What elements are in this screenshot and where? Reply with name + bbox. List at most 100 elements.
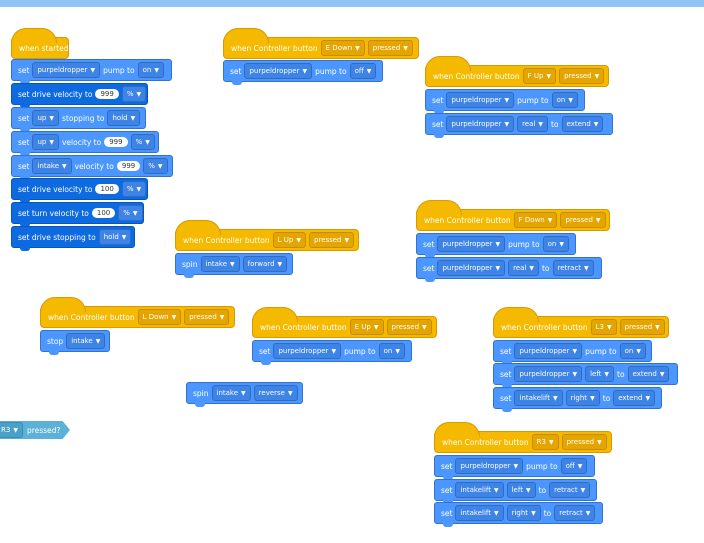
device-dropdown[interactable]: purpeldropper▼ bbox=[244, 63, 313, 79]
when-button-hat[interactable]: when Controller button R3▼ pressed▼ bbox=[434, 422, 612, 453]
state-dropdown[interactable]: off▼ bbox=[560, 458, 588, 474]
set-piston-block[interactable]: set intakelift▼ right▼ to retract▼ bbox=[434, 502, 603, 527]
unit-dropdown[interactable]: %▼ bbox=[118, 205, 143, 221]
button-dropdown[interactable]: L Up▼ bbox=[272, 232, 306, 248]
set-pump-block[interactable]: set purpeldropper▼ pump to on▼ bbox=[11, 59, 172, 84]
set-pump-block[interactable]: set purpeldropper▼ pump to off▼ bbox=[223, 60, 383, 85]
velocity-input[interactable]: 999 bbox=[104, 137, 128, 147]
stopping-dropdown[interactable]: hold▼ bbox=[98, 229, 132, 245]
unit-dropdown[interactable]: %▼ bbox=[143, 158, 168, 174]
when-button-hat[interactable]: when Controller button L Down▼ pressed▼ bbox=[40, 297, 235, 328]
set-drive-velocity-block[interactable]: set drive velocity to 999 %▼ bbox=[11, 83, 148, 108]
direction-dropdown[interactable]: forward▼ bbox=[242, 256, 288, 272]
action-dropdown[interactable]: extend▼ bbox=[627, 366, 670, 382]
device-dropdown[interactable]: intakelift▼ bbox=[455, 482, 504, 498]
device-dropdown[interactable]: purpeldropper▼ bbox=[273, 343, 342, 359]
button-dropdown[interactable]: R3▼ bbox=[531, 434, 559, 450]
velocity-input[interactable]: 999 bbox=[116, 161, 141, 171]
state-dropdown[interactable]: on▼ bbox=[619, 343, 646, 359]
device-dropdown[interactable]: purpeldropper▼ bbox=[446, 92, 515, 108]
when-button-hat[interactable]: when Controller button L3▼ pressed▼ bbox=[493, 307, 669, 338]
state-dropdown[interactable]: on▼ bbox=[137, 62, 164, 78]
set-piston-block[interactable]: set purpeldropper▼ real▼ to extend▼ bbox=[425, 113, 613, 138]
velocity-input[interactable]: 100 bbox=[91, 208, 116, 218]
event-dropdown[interactable]: pressed▼ bbox=[308, 232, 355, 248]
set-velocity-block[interactable]: set intake▼ velocity to 999 %▼ bbox=[11, 155, 173, 180]
event-dropdown[interactable]: pressed▼ bbox=[559, 68, 605, 84]
motor-dropdown[interactable]: intake▼ bbox=[211, 385, 251, 401]
side-dropdown[interactable]: real▼ bbox=[517, 116, 548, 132]
when-button-hat[interactable]: when Controller button L Up▼ pressed▼ bbox=[175, 220, 359, 251]
device-dropdown[interactable]: purpeldropper▼ bbox=[455, 458, 524, 474]
set-pump-block[interactable]: set purpeldropper▼ pump to on▼ bbox=[416, 233, 576, 258]
event-dropdown[interactable]: pressed▼ bbox=[386, 319, 432, 335]
device-dropdown[interactable]: intakelift▼ bbox=[455, 505, 504, 521]
set-piston-block[interactable]: set purpeldropper▼ real▼ to retract▼ bbox=[416, 257, 602, 282]
set-piston-block[interactable]: set intakelift▼ right▼ to extend▼ bbox=[493, 387, 662, 412]
button-dropdown[interactable]: R3▼ bbox=[0, 422, 23, 438]
set-turn-velocity-block[interactable]: set turn velocity to 100 %▼ bbox=[11, 202, 144, 227]
device-dropdown[interactable]: purpeldropper▼ bbox=[32, 62, 101, 78]
button-dropdown[interactable]: F Up▼ bbox=[522, 68, 557, 84]
velocity-input[interactable]: 999 bbox=[95, 89, 119, 99]
action-dropdown[interactable]: retract▼ bbox=[552, 260, 594, 276]
event-dropdown[interactable]: pressed▼ bbox=[560, 212, 606, 228]
action-dropdown[interactable]: retract▼ bbox=[554, 505, 596, 521]
device-dropdown[interactable]: intakelift▼ bbox=[514, 390, 563, 406]
when-button-hat[interactable]: when Controller button F Up▼ pressed▼ bbox=[425, 56, 609, 87]
device-dropdown[interactable]: purpeldropper▼ bbox=[437, 260, 506, 276]
when-button-hat[interactable]: when Controller button F Down▼ pressed▼ bbox=[416, 200, 610, 231]
motor-dropdown[interactable]: intake▼ bbox=[200, 256, 240, 272]
state-dropdown[interactable]: off▼ bbox=[349, 63, 377, 79]
set-pump-block[interactable]: set purpeldropper▼ pump to off▼ bbox=[434, 455, 595, 480]
set-pump-block[interactable]: set purpeldropper▼ pump to on▼ bbox=[425, 89, 585, 114]
button-dropdown[interactable]: E Down▼ bbox=[320, 40, 365, 56]
event-dropdown[interactable]: pressed▼ bbox=[367, 40, 413, 56]
unit-dropdown[interactable]: %▼ bbox=[121, 181, 147, 197]
side-dropdown[interactable]: right▼ bbox=[506, 505, 541, 521]
spin-block[interactable]: spin intake▼ forward▼ bbox=[175, 253, 293, 278]
state-dropdown[interactable]: on▼ bbox=[551, 92, 578, 108]
set-piston-block[interactable]: set purpeldropper▼ left▼ to extend▼ bbox=[493, 363, 678, 388]
direction-dropdown[interactable]: reverse▼ bbox=[253, 385, 298, 401]
side-dropdown[interactable]: real▼ bbox=[508, 260, 539, 276]
motor-dropdown[interactable]: intake▼ bbox=[32, 158, 72, 174]
unit-dropdown[interactable]: %▼ bbox=[130, 134, 155, 150]
state-dropdown[interactable]: on▼ bbox=[542, 236, 569, 252]
spin-block[interactable]: spin intake▼ reverse▼ bbox=[186, 382, 303, 407]
set-pump-block[interactable]: set purpeldropper▼ pump to on▼ bbox=[252, 340, 412, 365]
unit-dropdown[interactable]: %▼ bbox=[121, 86, 147, 102]
side-dropdown[interactable]: left▼ bbox=[506, 482, 536, 498]
event-dropdown[interactable]: pressed▼ bbox=[184, 309, 230, 325]
button-dropdown[interactable]: E Up▼ bbox=[349, 319, 384, 335]
button-dropdown[interactable]: F Down▼ bbox=[513, 212, 558, 228]
when-started-hat[interactable]: when started bbox=[11, 28, 69, 59]
when-button-hat[interactable]: when Controller button E Up▼ pressed▼ bbox=[252, 307, 437, 338]
stop-block[interactable]: stop intake▼ bbox=[40, 330, 110, 355]
side-dropdown[interactable]: left▼ bbox=[585, 366, 615, 382]
set-stopping-block[interactable]: set up▼ stopping to hold▼ bbox=[11, 107, 146, 132]
device-dropdown[interactable]: purpeldropper▼ bbox=[514, 343, 583, 359]
set-drive-velocity-block[interactable]: set drive velocity to 100 %▼ bbox=[11, 178, 148, 203]
when-button-hat[interactable]: when Controller button E Down▼ pressed▼ bbox=[223, 28, 419, 59]
device-dropdown[interactable]: purpeldropper▼ bbox=[446, 116, 515, 132]
set-pump-block[interactable]: set purpeldropper▼ pump to on▼ bbox=[493, 340, 652, 365]
button-dropdown[interactable]: L3▼ bbox=[590, 319, 617, 335]
event-dropdown[interactable]: pressed▼ bbox=[561, 434, 607, 450]
button-dropdown[interactable]: L Down▼ bbox=[137, 309, 182, 325]
set-velocity-block[interactable]: set up▼ velocity to 999 %▼ bbox=[11, 131, 159, 156]
set-piston-block[interactable]: set intakelift▼ left▼ to retract▼ bbox=[434, 479, 597, 504]
device-dropdown[interactable]: purpeldropper▼ bbox=[514, 366, 583, 382]
event-dropdown[interactable]: pressed▼ bbox=[619, 319, 665, 335]
motor-dropdown[interactable]: intake▼ bbox=[66, 333, 106, 349]
state-dropdown[interactable]: on▼ bbox=[378, 343, 405, 359]
stopping-dropdown[interactable]: hold▼ bbox=[107, 110, 141, 126]
set-drive-stopping-block[interactable]: set drive stopping to hold▼ bbox=[11, 226, 135, 251]
device-dropdown[interactable]: purpeldropper▼ bbox=[437, 236, 506, 252]
button-pressed-sensing-block[interactable]: R3▼ pressed? bbox=[0, 421, 70, 439]
action-dropdown[interactable]: retract▼ bbox=[549, 482, 591, 498]
velocity-input[interactable]: 100 bbox=[95, 184, 119, 194]
motor-dropdown[interactable]: up▼ bbox=[32, 134, 59, 150]
action-dropdown[interactable]: extend▼ bbox=[561, 116, 604, 132]
motor-dropdown[interactable]: up▼ bbox=[32, 110, 59, 126]
